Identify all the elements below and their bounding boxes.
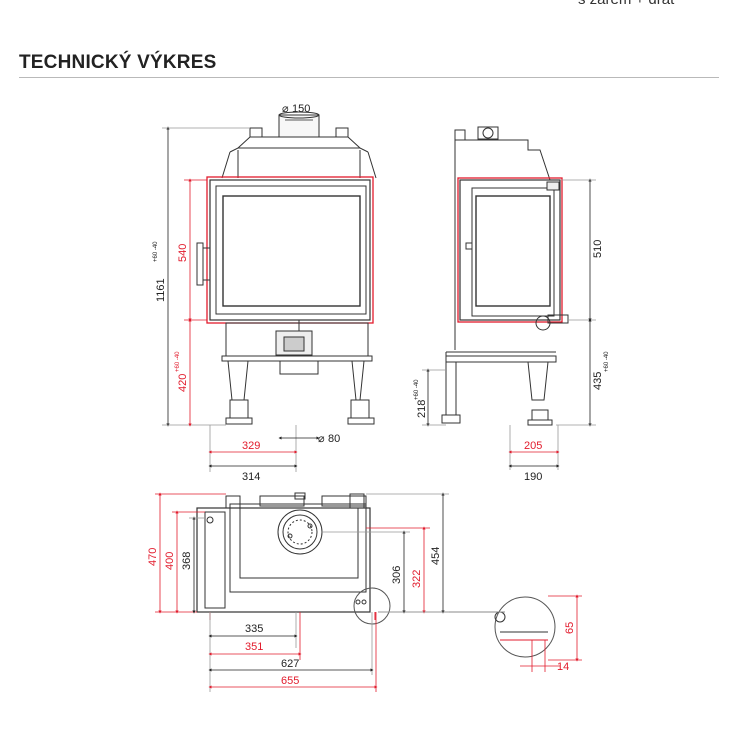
plan-351-label: 351 — [245, 641, 263, 653]
plan-depth-368-label: 368 — [181, 552, 193, 570]
front-base-height-tolerance: +60 -40 — [175, 351, 181, 372]
dimension-labels: ⌀ 150 1161 +60 -40 540 420 +60 -40 329 3… — [147, 103, 610, 687]
plan-depth-400-label: 400 — [164, 552, 176, 570]
top-text-fragment: s žárem + drát — [578, 0, 674, 8]
plan-322-label: 322 — [411, 570, 423, 588]
side-depth-black-label: 190 — [524, 471, 542, 483]
plan-306-label: 306 — [391, 566, 403, 584]
section-divider — [19, 77, 719, 78]
flue-diameter-symbol: ⌀ — [282, 103, 289, 115]
side-depth-red-label: 205 — [524, 440, 542, 452]
side-base-height-label: 435 — [592, 372, 604, 390]
side-leg-height-tolerance: +60 -40 — [414, 379, 420, 400]
detail-14-label: 14 — [557, 661, 569, 673]
side-dimensions — [422, 178, 596, 470]
air-inlet-diameter-symbol: ⌀ — [318, 433, 325, 445]
front-dimensions — [162, 119, 320, 472]
flue-diameter-label: 150 — [292, 103, 310, 115]
detail-view — [378, 596, 556, 658]
side-glass-height-label: 510 — [592, 240, 604, 258]
detail-65-label: 65 — [564, 622, 576, 634]
front-total-height-label: 1161 — [155, 278, 167, 302]
front-view — [196, 111, 377, 425]
plan-454-label: 454 — [430, 547, 442, 565]
plan-dimensions — [155, 492, 449, 692]
front-offset-red-label: 329 — [242, 440, 260, 452]
plan-335-label: 335 — [245, 623, 263, 635]
side-leg-height-label: 218 — [416, 400, 428, 418]
side-view — [441, 126, 569, 426]
front-offset-black-label: 314 — [242, 471, 260, 483]
detail-dimensions — [520, 594, 582, 672]
section-title: TECHNICKÝ VÝKRES — [19, 52, 217, 73]
plan-view — [196, 492, 391, 625]
front-base-height-label: 420 — [177, 374, 189, 392]
plan-655-label: 655 — [281, 675, 299, 687]
front-glass-height-label: 540 — [177, 244, 189, 262]
plan-627-label: 627 — [281, 658, 299, 670]
air-inlet-diameter-label: 80 — [328, 433, 340, 445]
plan-depth-470-label: 470 — [147, 548, 159, 566]
side-base-height-tolerance: +60 -40 — [604, 351, 610, 372]
front-total-height-tolerance: +60 -40 — [153, 241, 159, 262]
